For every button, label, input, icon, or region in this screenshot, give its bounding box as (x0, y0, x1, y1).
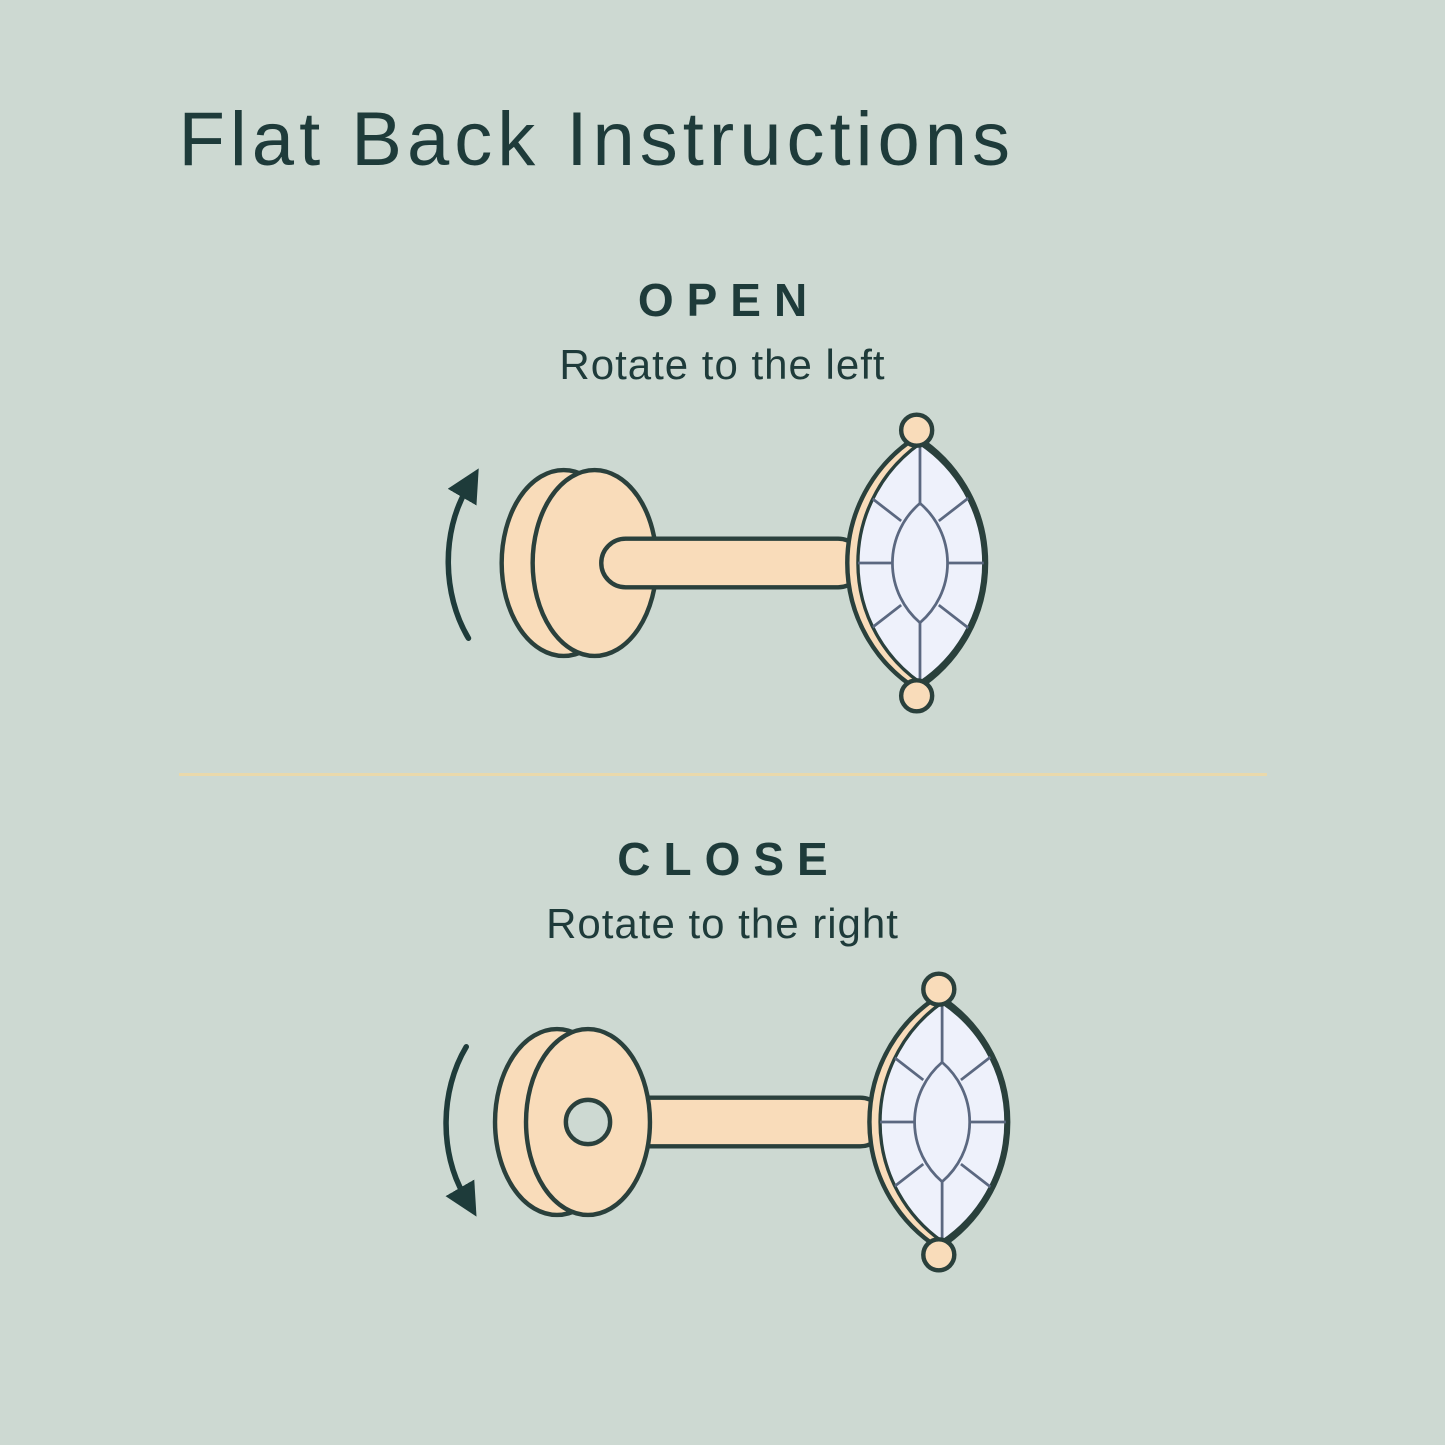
open-instruction: Rotate to the left (559, 341, 886, 388)
gem-bead-top (920, 971, 957, 1007)
rotate-clockwise-arrow-icon (442, 1043, 477, 1217)
close-illustration (413, 956, 1033, 1288)
earring-post (598, 536, 865, 590)
divider (178, 773, 1267, 776)
marquise-gem (844, 412, 988, 714)
section-close: CLOSE Rotate to the right (179, 832, 1267, 1288)
open-illustration (413, 397, 1033, 729)
gem-bead-bottom (920, 1237, 957, 1273)
section-open: OPEN Rotate to the left (179, 273, 1267, 729)
close-label: CLOSE (617, 833, 841, 885)
disc-hole (563, 1097, 612, 1147)
flat-back-earring-open-svg (445, 412, 988, 714)
rotate-counterclockwise-arrow-icon (445, 468, 479, 642)
gem-bead-bottom (898, 678, 934, 714)
gem-bead-top (898, 412, 934, 448)
flat-back-disc (492, 1026, 652, 1218)
flat-back-instructions-infographic: Flat Back Instructions OPEN Rotate to th… (178, 0, 1267, 1288)
gem-table-facet (912, 1060, 971, 1184)
gem-table-facet (890, 501, 949, 625)
open-label: OPEN (637, 274, 821, 326)
page-title: Flat Back Instructions (178, 97, 1015, 182)
flat-back-earring-closed-svg (442, 971, 1010, 1273)
marquise-gem (866, 971, 1010, 1273)
close-instruction: Rotate to the right (546, 900, 899, 947)
